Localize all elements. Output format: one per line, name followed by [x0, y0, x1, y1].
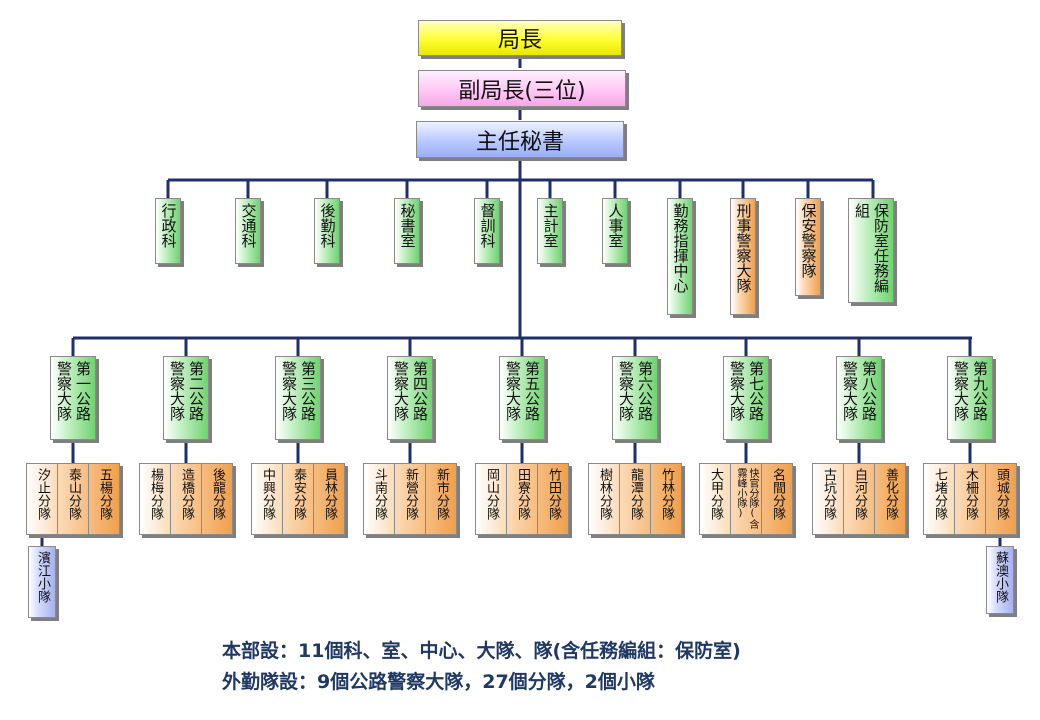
brigade-1: 第一公路警察大隊 [50, 356, 96, 440]
unit-9: 保安警察隊 [795, 198, 821, 296]
unit-0: 行政科 [155, 198, 181, 264]
squad-group-8: 古坑分隊 白河分隊 善化分隊 [812, 463, 906, 535]
squad: 五楊分隊 [97, 468, 112, 520]
squad: 泰安分隊 [283, 464, 314, 534]
squad-group-9: 七堵分隊 木柵分隊 頭城分隊 [923, 463, 1017, 535]
brigade-label: 第八公路警察大隊 [841, 361, 878, 421]
squad: 善化分隊 [883, 468, 898, 520]
unit-1: 交通科 [235, 198, 261, 264]
brigade-label: 第五公路警察大隊 [504, 361, 541, 421]
squad: 頭城分隊 [994, 468, 1009, 520]
brigade-label: 第七公路警察大隊 [728, 361, 765, 421]
unit-2: 後勤科 [314, 198, 340, 264]
unit-3: 秘書室 [394, 198, 420, 264]
small-team-label: 濱江小隊 [35, 551, 50, 603]
squad-group-7: 大甲分隊 快官分隊(含霧峰小隊) 名間分隊 [699, 463, 793, 535]
deputy-box: 副局長(三位) [418, 70, 626, 107]
squad: 新市分隊 [434, 468, 449, 520]
squad: 快官分隊(含霧峰小隊) [731, 464, 762, 534]
squad: 田寮分隊 [507, 464, 538, 534]
brigade-8: 第八公路警察大隊 [836, 356, 882, 440]
brigade-2: 第二公路警察大隊 [163, 356, 209, 440]
unit-label: 主計室 [541, 203, 560, 248]
squad: 古坑分隊 [813, 464, 844, 534]
squad: 樹林分隊 [589, 464, 620, 534]
squad-group-6: 樹林分隊 龍潭分隊 竹林分隊 [588, 463, 682, 535]
brigade-9: 第九公路警察大隊 [947, 356, 993, 440]
brigade-6: 第六公路警察大隊 [612, 356, 658, 440]
unit-label: 保防室任務編組 [853, 203, 890, 293]
summary-line-1: 本部設：11個科、室、中心、大隊、隊(含任務編組：保防室) [222, 640, 741, 662]
unit-8: 刑事警察大隊 [730, 198, 756, 315]
unit-label: 行政科 [159, 203, 178, 248]
brigade-label: 第九公路警察大隊 [952, 361, 989, 421]
squad: 造橋分隊 [171, 464, 202, 534]
unit-label: 勤務指揮中心 [671, 203, 690, 293]
squad: 中興分隊 [252, 464, 283, 534]
squad: 白河分隊 [844, 464, 875, 534]
squad: 後龍分隊 [210, 468, 225, 520]
unit-10: 保防室任務編組 [848, 198, 894, 303]
squad: 泰山分隊 [58, 464, 89, 534]
squad: 斗南分隊 [364, 464, 395, 534]
unit-7: 勤務指揮中心 [667, 198, 693, 315]
unit-label: 人事室 [606, 203, 625, 248]
small-team-suao: 蘇澳小隊 [986, 546, 1014, 614]
secretary-label: 主任秘書 [475, 129, 564, 155]
squad-group-5: 岡山分隊 田寮分隊 竹田分隊 [475, 463, 569, 535]
squad-group-2: 楊梅分隊 造橋分隊 後龍分隊 [139, 463, 233, 535]
summary-line-2: 外勤隊設：9個公路警察大隊，27個分隊，2個小隊 [222, 671, 655, 693]
squad: 新營分隊 [395, 464, 426, 534]
squad: 大甲分隊 [700, 464, 731, 534]
squad: 岡山分隊 [476, 464, 507, 534]
deputy-label: 副局長(三位) [458, 78, 586, 104]
squad: 龍潭分隊 [620, 464, 651, 534]
squad-group-1: 汐止分隊 泰山分隊 五楊分隊 [26, 463, 120, 535]
squad: 員林分隊 [322, 468, 337, 520]
brigade-7: 第七公路警察大隊 [723, 356, 769, 440]
brigade-3: 第三公路警察大隊 [275, 356, 321, 440]
squad: 名間分隊 [770, 468, 785, 520]
chief-box: 局長 [418, 20, 622, 56]
unit-label: 交通科 [239, 203, 258, 248]
small-team-label: 蘇澳小隊 [993, 551, 1008, 603]
brigade-label: 第三公路警察大隊 [280, 361, 317, 421]
unit-5: 主計室 [537, 198, 563, 264]
squad-group-3: 中興分隊 泰安分隊 員林分隊 [251, 463, 345, 535]
unit-label: 督訓科 [478, 203, 497, 248]
squad: 木柵分隊 [955, 464, 986, 534]
brigade-5: 第五公路警察大隊 [499, 356, 545, 440]
brigade-4: 第四公路警察大隊 [387, 356, 433, 440]
unit-4: 督訓科 [474, 198, 500, 264]
unit-label: 後勤科 [318, 203, 337, 248]
unit-6: 人事室 [602, 198, 628, 264]
squad-group-4: 斗南分隊 新營分隊 新市分隊 [363, 463, 457, 535]
brigade-label: 第六公路警察大隊 [617, 361, 654, 421]
squad: 楊梅分隊 [140, 464, 171, 534]
brigade-label: 第二公路警察大隊 [168, 361, 205, 421]
squad: 汐止分隊 [27, 464, 58, 534]
small-team-binjiang: 濱江小隊 [28, 546, 56, 618]
unit-label: 保安警察隊 [799, 203, 818, 278]
brigade-label: 第四公路警察大隊 [392, 361, 429, 421]
brigade-label: 第一公路警察大隊 [55, 361, 92, 421]
unit-label: 秘書室 [398, 203, 417, 248]
squad: 七堵分隊 [924, 464, 955, 534]
secretary-box: 主任秘書 [416, 121, 624, 158]
chief-label: 局長 [497, 28, 542, 53]
squad: 竹田分隊 [546, 468, 561, 520]
unit-label: 刑事警察大隊 [734, 203, 753, 293]
squad: 竹林分隊 [659, 468, 674, 520]
